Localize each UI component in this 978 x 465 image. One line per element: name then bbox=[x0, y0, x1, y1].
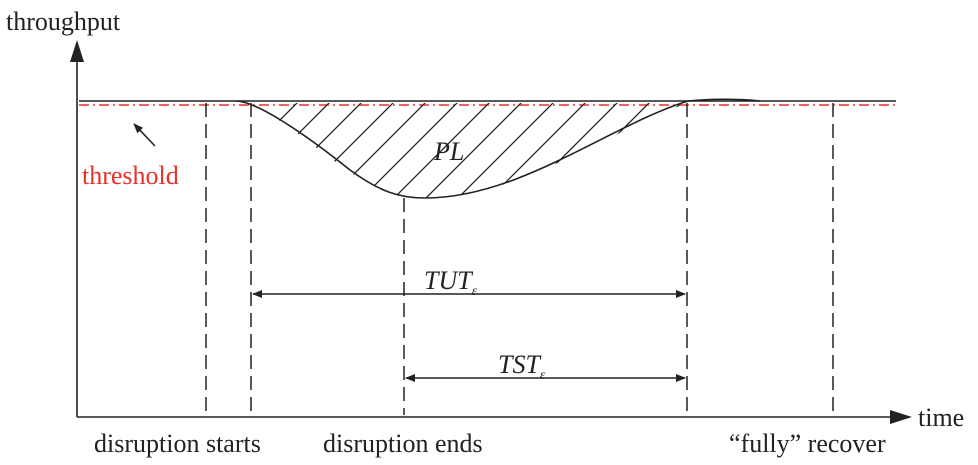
degradation-curve bbox=[235, 98, 761, 199]
hatch-line bbox=[253, 103, 365, 198]
hatch-line bbox=[573, 103, 685, 198]
disruption-ends-label: disruption ends bbox=[323, 429, 483, 458]
disruption-starts-label: disruption starts bbox=[94, 429, 261, 458]
x-axis-label: time bbox=[918, 403, 964, 432]
hatch-line bbox=[413, 103, 525, 198]
fully-recover-label: “fully” recover bbox=[729, 429, 886, 458]
x-axis-arrowhead bbox=[890, 410, 912, 424]
tut-label-sub: ε bbox=[472, 284, 478, 299]
tst-label-sub: ε bbox=[540, 368, 546, 383]
y-axis-label: throughput bbox=[6, 7, 121, 36]
hatch-line bbox=[605, 103, 688, 198]
tst-label: TSTε bbox=[498, 350, 546, 383]
hatch-line bbox=[445, 103, 557, 198]
hatch-line bbox=[285, 103, 397, 198]
hatch-line bbox=[248, 103, 301, 198]
hatch-line bbox=[734, 100, 844, 210]
pl-hatch bbox=[248, 100, 844, 210]
hatch-line bbox=[317, 103, 429, 198]
tut-label-main: TUT bbox=[424, 266, 473, 295]
hatch-line bbox=[381, 103, 493, 198]
threshold-label: threshold bbox=[82, 161, 179, 190]
threshold-pointer bbox=[133, 123, 156, 147]
hatch-line bbox=[248, 103, 333, 198]
tst-label-main: TST bbox=[498, 350, 541, 379]
hatch-line bbox=[702, 100, 812, 210]
hatch-line bbox=[541, 103, 653, 198]
y-axis-arrowhead bbox=[70, 40, 84, 62]
tut-label: TUTε bbox=[424, 266, 478, 299]
hatch-line bbox=[637, 103, 688, 198]
hatch-line bbox=[509, 103, 621, 198]
area-label: PL bbox=[433, 137, 464, 166]
